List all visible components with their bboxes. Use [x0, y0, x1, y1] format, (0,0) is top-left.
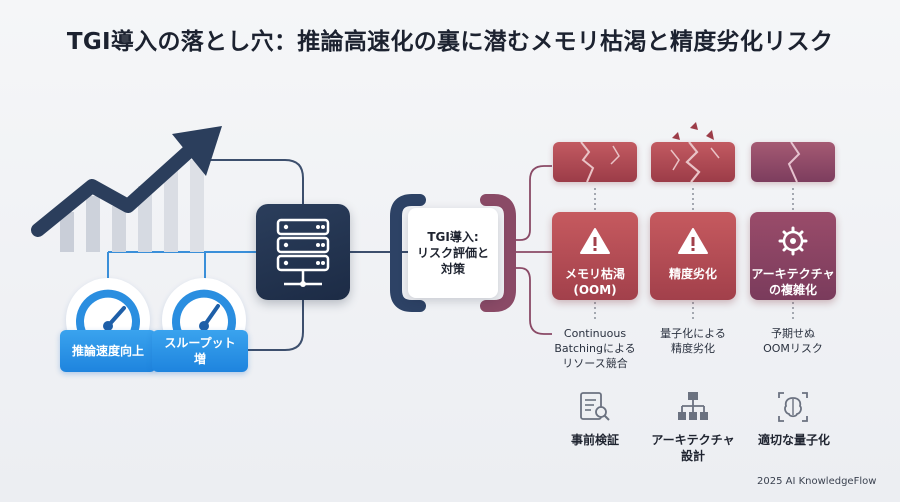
- risk-subtitle: の複雑化: [768, 283, 817, 297]
- center-line-3: 対策: [440, 262, 465, 276]
- risk-description: 予期せぬ OOMリスク: [763, 327, 823, 355]
- metric-label-throughput: スループット 増: [152, 330, 248, 372]
- debris-icon: [672, 122, 714, 140]
- server-box: [256, 204, 350, 300]
- checklist-search-icon: [580, 392, 610, 421]
- crack-icon: [580, 141, 620, 183]
- metric-label-speed: 推論速度向上: [60, 330, 156, 372]
- risk-description: 量子化による 精度劣化: [660, 327, 726, 355]
- growth-arrow-icon: [31, 126, 222, 252]
- mitigation-pre-validation: 事前検証: [570, 433, 619, 447]
- metric-label-text: スループット: [164, 336, 236, 350]
- risk-accuracy-degradation: 精度劣化: [650, 212, 736, 300]
- cracked-block: [651, 141, 735, 183]
- crack-icon: [787, 141, 801, 183]
- mitigation-quantization: 適切な量子化: [757, 433, 830, 447]
- risk-description: Continuous Batchingによる リソース競合: [554, 327, 636, 370]
- risk-subtitle: (OOM): [573, 283, 617, 297]
- brain-chip-icon: [778, 392, 808, 422]
- metric-label-text: 増: [193, 352, 206, 366]
- risk-title: 精度劣化: [668, 267, 717, 281]
- footer-credit: 2025 AI KnowledgeFlow: [757, 476, 877, 487]
- connector-line: [510, 165, 552, 241]
- risk-title: メモリ枯渇: [564, 267, 625, 281]
- warning-icon: [580, 228, 610, 254]
- metric-label-text: 推論速度向上: [71, 344, 144, 358]
- hierarchy-icon: [678, 392, 708, 420]
- bracket-right: [480, 194, 516, 312]
- cracked-block: [751, 141, 835, 183]
- crack-icon: [670, 141, 720, 183]
- connector-line: [206, 159, 304, 204]
- warning-icon: [678, 228, 708, 254]
- bracket-left: [390, 194, 426, 312]
- cracked-block: [553, 141, 637, 183]
- risk-architecture-complexity: アーキテクチャ の複雑化: [750, 212, 836, 300]
- center-line-1: TGI導入:: [427, 230, 479, 244]
- risk-memory-oom: メモリ枯渇 (OOM): [552, 212, 638, 300]
- center-line-2: リスク評価と: [416, 246, 489, 260]
- gear-icon: [778, 226, 808, 256]
- speedometer-icon: [76, 289, 140, 336]
- speedometer-icon: [172, 289, 236, 336]
- connector-line: [245, 300, 304, 351]
- mitigation-architecture-design: アーキテクチャ 設計: [651, 433, 735, 463]
- risk-evaluation-box: TGI導入: リスク評価と 対策: [408, 208, 498, 298]
- risk-title: アーキテクチャ: [751, 267, 835, 281]
- connector-line: [510, 267, 552, 335]
- page-title: TGI導入の落とし穴：推論高速化の裏に潜むメモリ枯渇と精度劣化リスク: [66, 29, 834, 55]
- server-stack-icon: [276, 218, 330, 287]
